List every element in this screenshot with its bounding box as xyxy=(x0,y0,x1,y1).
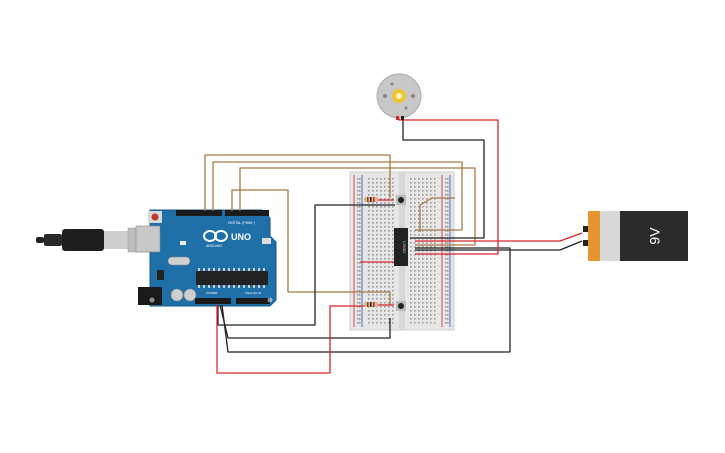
wire-black[interactable] xyxy=(402,116,485,239)
capacitor xyxy=(183,288,197,302)
chip-label: L293D xyxy=(402,241,407,253)
wire-black[interactable] xyxy=(221,247,511,353)
resistor-bottom[interactable] xyxy=(364,302,378,307)
atmega-chip xyxy=(196,271,268,285)
pushbutton-top[interactable] xyxy=(396,195,406,205)
wire-brown[interactable] xyxy=(204,154,391,211)
pushbutton-bottom[interactable] xyxy=(396,301,406,311)
digital-header-right[interactable] xyxy=(225,210,269,216)
power-header[interactable] xyxy=(195,298,231,304)
battery-9v[interactable]: 9V xyxy=(583,211,688,261)
digital-header-label: DIGITAL (PWM~) xyxy=(228,221,255,225)
wire-red[interactable] xyxy=(415,232,583,242)
resistor-top[interactable] xyxy=(364,197,378,202)
analog-header-label: ANALOG IN xyxy=(245,291,261,295)
battery-voltage-label: 9V xyxy=(647,227,663,245)
wiring xyxy=(204,116,583,374)
wire-black[interactable] xyxy=(217,204,395,326)
capacitor xyxy=(170,288,184,302)
wire-black[interactable] xyxy=(415,240,583,251)
motor-driver-chip[interactable]: L293D xyxy=(394,228,408,266)
power-jack xyxy=(138,287,162,305)
wire-brown[interactable] xyxy=(419,197,455,232)
arduino-uno-board[interactable]: UNO ARDUINO DIGITAL (PWM~) POWER ANALOG … xyxy=(135,209,277,307)
dc-motor[interactable] xyxy=(376,73,422,120)
crystal xyxy=(167,256,191,266)
board-model-label: UNO xyxy=(231,232,251,242)
power-header-label: POWER xyxy=(206,291,218,295)
wire-brown[interactable] xyxy=(231,189,391,305)
usb-cable[interactable] xyxy=(36,227,151,253)
arduino-logo-icon xyxy=(203,230,228,242)
digital-header-left[interactable] xyxy=(176,210,222,216)
wire-brown[interactable] xyxy=(239,167,476,246)
usb-port xyxy=(135,225,161,253)
analog-header[interactable] xyxy=(236,298,270,304)
wire-brown[interactable] xyxy=(212,161,463,231)
board-brand-label: ARDUINO xyxy=(206,244,222,248)
wire-red[interactable] xyxy=(216,305,365,374)
